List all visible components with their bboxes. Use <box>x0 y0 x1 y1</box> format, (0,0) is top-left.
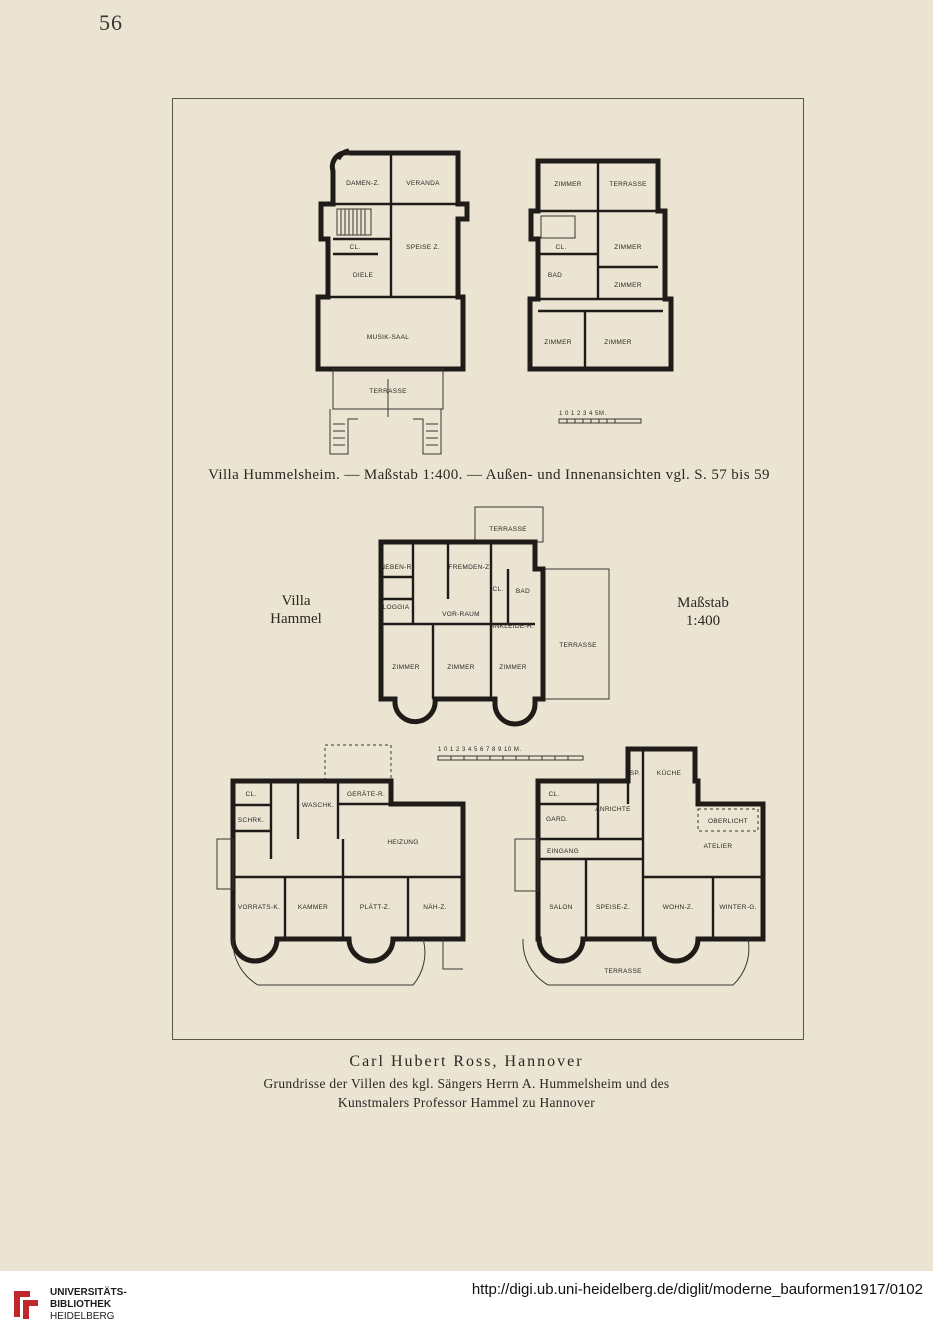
room-label: SP. <box>630 770 641 777</box>
room-label: LOGGIA <box>383 604 410 611</box>
room-label: BAD <box>548 272 562 279</box>
room-label: OBERLICHT <box>708 818 748 825</box>
room-label: TERRASSE <box>489 526 527 533</box>
library-logo-icon <box>14 1291 38 1319</box>
room-label: GERÄTE-R. <box>347 790 385 798</box>
villa-hammel-line-2: Hammel <box>270 611 322 627</box>
room-label: TERRASSE <box>369 388 407 395</box>
room-label: ZIMMER <box>447 664 474 671</box>
room-label: GARD. <box>546 816 568 823</box>
room-label: CL. <box>555 244 566 251</box>
library-name-line-1: UNIVERSITÄTS- <box>50 1287 127 1298</box>
room-label: TERRASSE <box>604 968 642 975</box>
scale-side-line-2: 1:400 <box>685 613 721 629</box>
room-label: ZIMMER <box>604 339 631 346</box>
room-label: ATELIER <box>704 843 733 850</box>
room-label: HEIZUNG <box>387 839 418 846</box>
room-label: VOR-RAUM <box>442 611 480 618</box>
library-name: UNIVERSITÄTS- BIBLIOTHEK HEIDELBERG <box>50 1287 127 1323</box>
room-label: ZIMMER <box>499 664 526 671</box>
room-label: EINGANG <box>547 848 579 855</box>
credit-desc-line-2: Kunstmalers Professor Hammel zu Hannover <box>337 1095 596 1110</box>
room-label: TERRASSE <box>559 642 597 649</box>
room-label: MUSIK-SAAL <box>367 334 409 341</box>
room-label: SPEISE Z. <box>406 244 440 251</box>
credit-title: Carl Hubert Ross, Hannover <box>349 1053 584 1070</box>
scale-bar-1-label: 1 0 1 2 3 4 5M. <box>559 411 607 417</box>
scale-bar-2-label: 1 0 1 2 3 4 5 6 7 8 9 10 M. <box>438 747 522 753</box>
room-label: WINTER-G. <box>719 904 756 911</box>
room-label: ZIMMER <box>614 244 641 251</box>
footer-bar: UNIVERSITÄTS- BIBLIOTHEK HEIDELBERG http… <box>0 1271 933 1337</box>
library-name-line-2: BIBLIOTHEK <box>50 1299 112 1310</box>
room-label: ANRICHTE <box>595 806 631 813</box>
room-label: FREMDEN-Z. <box>448 564 491 571</box>
room-label: ZIMMER <box>614 282 641 289</box>
room-label: SPEISE-Z. <box>596 904 630 911</box>
hummelsheim-upper-plan: ZIMMER TERRASSE CL. ZIMMER BAD ZIMMER ZI… <box>527 158 674 372</box>
room-label: VERANDA <box>406 180 440 187</box>
room-label: NÄH-Z. <box>423 903 446 911</box>
room-label: ZIMMER <box>544 339 571 346</box>
room-label: CL. <box>349 244 360 251</box>
room-label: ZIMMER <box>554 181 581 188</box>
room-label: NEBEN-R. <box>380 564 413 571</box>
room-label: WASCHK. <box>302 802 334 809</box>
credit-desc-line-1: Grundrisse der Villen des kgl. Sängers H… <box>263 1076 670 1091</box>
room-label: BAD <box>516 588 530 595</box>
room-label: DIELE <box>353 272 374 279</box>
hammel-basement-plan: CL. SCHRK. WASCHK. GERÄTE-R. HEIZUNG VOR… <box>216 744 466 986</box>
source-url-link[interactable]: http://digi.ub.uni-heidelberg.de/diglit/… <box>471 1281 923 1298</box>
scale-bar-1: 1 0 1 2 3 4 5M. <box>558 411 642 424</box>
floor-plans-drawing: DAMEN-Z. VERANDA CL. SPEISE Z. DIELE MUS… <box>216 148 766 986</box>
room-label: SCHRK. <box>238 817 264 824</box>
room-label: CL. <box>548 791 559 798</box>
scale-side-label: Maßstab 1:400 <box>668 594 738 630</box>
room-label: CL. <box>492 586 503 593</box>
credit-description: Grundrisse der Villen des kgl. Sängers H… <box>200 1074 733 1112</box>
hammel-ground-plan: SP. KÜCHE CL. GARD. ANRICHTE OBERLICHT E… <box>514 746 766 986</box>
room-label: SALON <box>549 904 573 911</box>
room-label: PLÄTT-Z. <box>360 903 390 911</box>
room-label: CL. <box>245 791 256 798</box>
room-label: TERRASSE <box>609 181 647 188</box>
room-label: WOHN-Z. <box>663 904 694 911</box>
villa-hammel-line-1: Villa <box>281 593 311 609</box>
plate-frame: DAMEN-Z. VERANDA CL. SPEISE Z. DIELE MUS… <box>172 98 804 1040</box>
room-label: ZIMMER <box>392 664 419 671</box>
room-label: KAMMER <box>298 904 328 911</box>
library-name-line-3: HEIDELBERG <box>50 1311 115 1322</box>
room-label: ANKLEIDE-R. <box>490 623 534 630</box>
hummelsheim-ground-plan: DAMEN-Z. VERANDA CL. SPEISE Z. DIELE MUS… <box>315 148 470 455</box>
room-label: VORRATS-K. <box>238 904 280 911</box>
room-label: KÜCHE <box>657 769 682 777</box>
scale-bar-2: 1 0 1 2 3 4 5 6 7 8 9 10 M. <box>437 747 584 761</box>
page-number: 56 <box>99 10 123 35</box>
room-label: DAMEN-Z. <box>346 180 380 187</box>
scale-side-line-1: Maßstab <box>677 595 729 611</box>
plate-caption: Villa Hummelsheim. — Maßstab 1:400. — Au… <box>208 467 770 483</box>
villa-hammel-label: Villa Hammel <box>251 592 341 628</box>
hammel-upper-plan: TERRASSE NEBEN-R. FREMDEN-Z. CL. BAD LOG… <box>378 506 610 727</box>
